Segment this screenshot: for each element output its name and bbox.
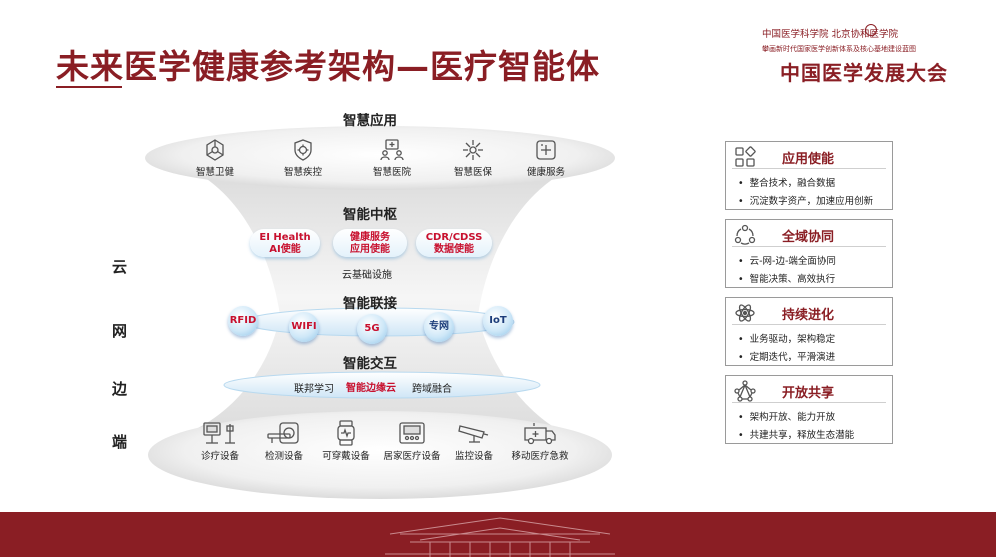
network-share-icon bbox=[734, 380, 756, 402]
device-item-detection[interactable]: 检测设备 bbox=[258, 420, 310, 462]
feature-card-app-enablement[interactable]: 应用使能 整合技术，融合数据 沉淀数字资产，加速应用创新 bbox=[725, 141, 893, 210]
app-grid-icon bbox=[735, 146, 756, 167]
smartwatch-icon bbox=[337, 420, 355, 446]
card-title: 全域协同 bbox=[782, 230, 835, 245]
device-label: 诊疗设备 bbox=[200, 451, 239, 462]
device-label: 检测设备 bbox=[264, 451, 303, 462]
card-divider bbox=[732, 246, 886, 247]
hub-pill-ei-health[interactable]: EI Health AI使能 bbox=[250, 229, 320, 257]
hourglass-background bbox=[145, 126, 615, 499]
interact-item-edge-cloud: 智能边缘云 bbox=[346, 383, 396, 394]
app-label: 智慧疾控 bbox=[283, 167, 322, 178]
device-item-wearable[interactable]: 可穿戴设备 bbox=[316, 420, 376, 462]
app-item-health-commission[interactable]: 智慧卫健 bbox=[190, 138, 240, 178]
health-service-icon bbox=[536, 140, 556, 160]
seal-icon bbox=[865, 24, 877, 36]
feature-card-open-sharing[interactable]: 开放共享 架构开放、能力开放 共建共享，释放生态潜能 bbox=[725, 375, 893, 444]
device-item-home-medical[interactable]: 居家医疗设备 bbox=[378, 420, 446, 462]
app-label: 智慧卫健 bbox=[195, 167, 234, 178]
feature-card-continuous-evolution[interactable]: 持续进化 业务驱动，架构稳定 定期迭代，平滑演进 bbox=[725, 297, 893, 366]
security-camera-icon bbox=[458, 425, 489, 443]
link-node-rfid[interactable]: RFID bbox=[228, 306, 258, 336]
pill-line2: AI使能 bbox=[269, 244, 301, 255]
ct-scanner-icon bbox=[267, 422, 299, 444]
hub-pill-health-service[interactable]: 健康服务 应用使能 bbox=[333, 229, 407, 257]
card-title: 持续进化 bbox=[782, 308, 835, 323]
side-label-end: 端 bbox=[112, 433, 128, 451]
card-bullet: 共建共享，释放生态潜能 bbox=[738, 427, 855, 441]
side-label-cloud: 云 bbox=[112, 258, 128, 276]
device-label: 居家医疗设备 bbox=[383, 451, 441, 462]
link-node-private-network[interactable]: 专网 bbox=[424, 312, 454, 342]
device-label: 移动医疗急救 bbox=[511, 451, 569, 462]
hexagon-network-icon bbox=[206, 139, 224, 161]
org-name: 中国医学发展大会 bbox=[780, 61, 948, 85]
layer-heading-hub: 智能中枢 bbox=[343, 207, 397, 223]
device-item-clinical[interactable]: 诊疗设备 bbox=[192, 420, 248, 462]
app-label: 健康服务 bbox=[526, 167, 565, 178]
device-item-mobile-emergency[interactable]: 移动医疗急救 bbox=[506, 420, 574, 462]
medical-equipment-icon bbox=[203, 422, 235, 444]
page-title: 未来医学健康参考架构—医疗智能体 bbox=[56, 47, 600, 86]
org-line: 中国医学科学院 北京协和医学院 bbox=[762, 29, 899, 40]
card-bullet: 整合技术，融合数据 bbox=[738, 175, 836, 189]
pill-line2: 数据使能 bbox=[434, 244, 474, 255]
side-label-network: 网 bbox=[112, 322, 128, 340]
hub-pill-cdr-cdss[interactable]: CDR/CDSS 数据使能 bbox=[416, 229, 492, 257]
virus-shield-icon bbox=[294, 139, 312, 161]
card-divider bbox=[732, 168, 886, 169]
card-bullet: 业务驱动，架构稳定 bbox=[738, 331, 836, 345]
cloud-infrastructure-label: 云基础设施 bbox=[342, 270, 392, 281]
layer-heading-app: 智慧应用 bbox=[343, 113, 397, 129]
app-item-smart-hospital[interactable]: 智慧医院 bbox=[364, 138, 420, 178]
ambulance-icon bbox=[524, 423, 556, 445]
device-label: 监控设备 bbox=[454, 451, 493, 462]
card-bullet: 云-网-边-端全面协同 bbox=[738, 253, 836, 267]
card-bullet: 智能决策、高效执行 bbox=[738, 271, 836, 285]
link-node-iot[interactable]: IoT bbox=[483, 306, 513, 336]
card-divider bbox=[732, 324, 886, 325]
app-label: 智慧医院 bbox=[372, 167, 411, 178]
org-subtitle: 攀画新时代国家医学创新体系及核心基地建设蓝图 bbox=[762, 45, 916, 53]
blood-pressure-monitor-icon bbox=[399, 422, 425, 444]
device-label: 可穿戴设备 bbox=[322, 451, 370, 462]
device-item-monitoring[interactable]: 监控设备 bbox=[448, 420, 500, 462]
app-item-medical-insurance[interactable]: 智慧医保 bbox=[448, 138, 498, 178]
card-bullet: 架构开放、能力开放 bbox=[738, 409, 836, 423]
feature-card-global-collaboration[interactable]: 全域协同 云-网-边-端全面协同 智能决策、高效执行 bbox=[725, 219, 893, 288]
app-item-health-service[interactable]: 健康服务 bbox=[518, 138, 574, 178]
pill-line2: 应用使能 bbox=[350, 244, 390, 255]
atom-icon bbox=[735, 304, 755, 322]
card-title: 应用使能 bbox=[782, 152, 835, 167]
link-node-wifi[interactable]: WIFI bbox=[289, 312, 319, 342]
hospital-people-icon bbox=[380, 139, 404, 161]
pill-line1: CDR/CDSS bbox=[425, 232, 483, 243]
hall-building-icon bbox=[385, 517, 615, 557]
card-bullet: 定期迭代，平滑演进 bbox=[738, 349, 836, 363]
pill-line1: EI Health bbox=[259, 232, 311, 243]
side-label-edge: 边 bbox=[112, 380, 128, 398]
layer-heading-interact: 智能交互 bbox=[343, 356, 397, 372]
interact-item-cross-domain: 跨域融合 bbox=[412, 384, 452, 395]
link-node-5g[interactable]: 5G bbox=[357, 314, 387, 344]
card-divider bbox=[732, 402, 886, 403]
pill-line1: 健康服务 bbox=[350, 232, 390, 243]
app-item-disease-control[interactable]: 智慧疾控 bbox=[278, 138, 328, 178]
app-label: 智慧医保 bbox=[453, 167, 492, 178]
collaboration-icon bbox=[734, 224, 756, 245]
layer-heading-link: 智能联接 bbox=[343, 296, 397, 312]
interact-item-federated-learning: 联邦学习 bbox=[294, 384, 334, 395]
card-bullet: 沉淀数字资产，加速应用创新 bbox=[738, 193, 874, 207]
card-title: 开放共享 bbox=[782, 386, 835, 401]
medical-insurance-icon bbox=[463, 140, 483, 160]
title-underline bbox=[56, 86, 122, 88]
